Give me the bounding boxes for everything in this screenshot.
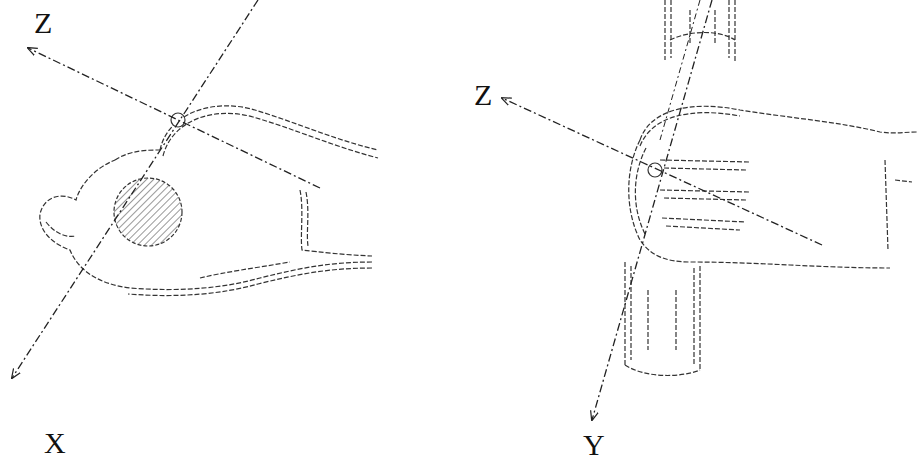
x-axis (12, 0, 258, 378)
finger-line (664, 168, 746, 230)
hand-outline (300, 190, 372, 256)
hand-outline (640, 113, 740, 146)
rod-top (671, 0, 729, 58)
axis-label: Y (583, 430, 605, 460)
hatched-ball (114, 178, 182, 246)
hand-outline (163, 113, 378, 158)
z-axis (28, 48, 320, 188)
z-axis (502, 98, 822, 245)
origin-point (171, 113, 185, 127)
hand-outline (635, 148, 646, 234)
hand-outline (115, 150, 160, 160)
hand-outline (128, 268, 372, 296)
rod-bottom (631, 266, 694, 364)
thumb-curl (46, 222, 76, 236)
rod-core (690, 10, 715, 45)
rod-top (665, 0, 735, 62)
axis-label: X (44, 428, 66, 458)
rod-bottom (625, 262, 700, 375)
rod-core (648, 290, 676, 350)
axis-label: Z (474, 80, 492, 110)
hand-outline (160, 106, 378, 150)
y-axis (592, 0, 712, 420)
rod-axis (660, 0, 700, 140)
right-hand (625, 0, 918, 375)
hand-outline (306, 192, 308, 246)
finger-crease (200, 262, 290, 278)
axis-label: Z (34, 8, 52, 38)
hand-outline (885, 160, 912, 250)
hand-outline (640, 106, 918, 140)
hand-outline (629, 140, 890, 268)
hand-outline (40, 160, 372, 290)
